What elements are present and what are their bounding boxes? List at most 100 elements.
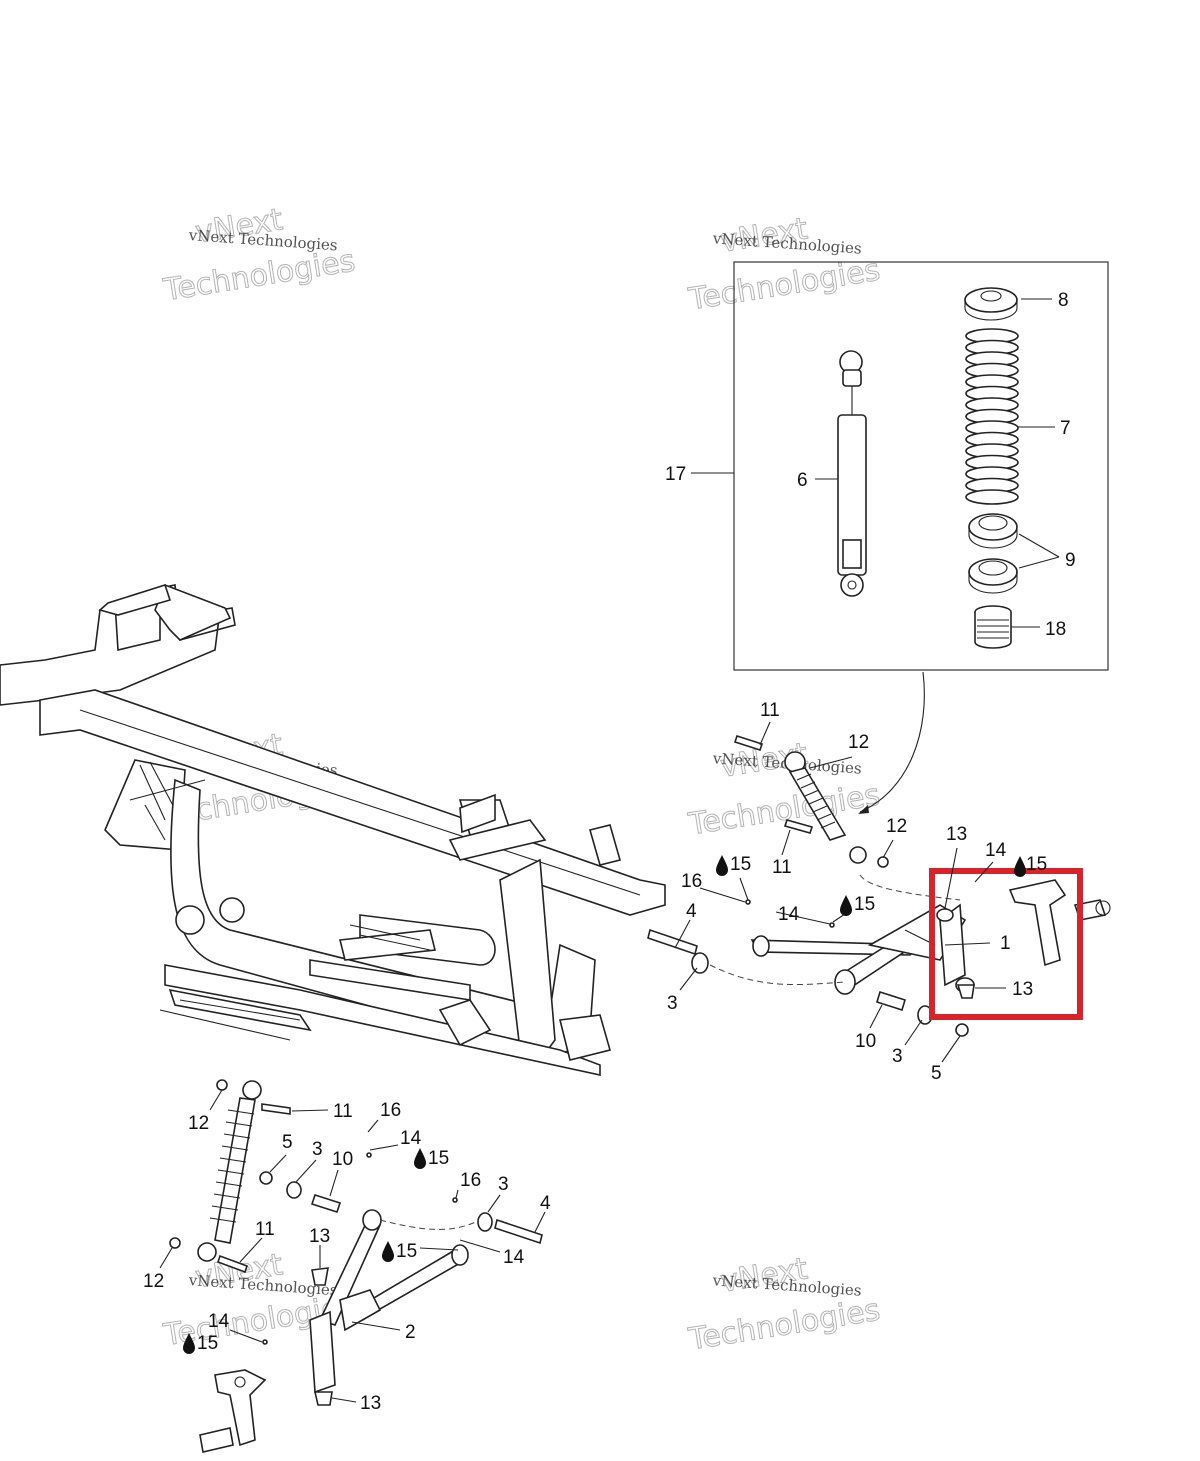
- leader-12b: [882, 839, 894, 859]
- callout-7: 7: [1060, 418, 1071, 439]
- callout-6: 6: [797, 470, 808, 491]
- leader-11c: [291, 1109, 329, 1112]
- spring-retainer: [964, 287, 1018, 321]
- right-shock-absorber: [784, 751, 867, 864]
- bolt-11-left-lower: [216, 1254, 249, 1274]
- callout-11: 11: [333, 1101, 353, 1122]
- leader-11b: [781, 829, 791, 856]
- arrow-head: [858, 805, 869, 814]
- leader-10a: [869, 1004, 883, 1029]
- grease-fitting-14: [829, 922, 835, 928]
- callout-9: 9: [1065, 550, 1076, 571]
- nut-5-right: [955, 1023, 969, 1037]
- oil-drop-icon: [716, 855, 728, 876]
- leader-10b: [329, 1169, 339, 1197]
- leader-4b: [534, 1211, 546, 1233]
- bolt-4-left: [494, 1218, 543, 1245]
- svg-text:Technologies: Technologies: [686, 778, 883, 843]
- leader-3b: [904, 1019, 923, 1046]
- leader-3a: [679, 967, 698, 991]
- callout-13: 13: [1012, 979, 1033, 1000]
- steering-knuckle-left: [199, 1369, 267, 1453]
- callout-3: 3: [312, 1139, 323, 1160]
- leader-16a: [699, 887, 746, 903]
- leader-11d: [239, 1237, 263, 1263]
- leader-4a: [674, 919, 691, 949]
- leader-12a: [809, 756, 853, 769]
- callout-14: 14: [778, 904, 800, 925]
- left-shock-absorber: [197, 1080, 262, 1262]
- callout-15: 15: [428, 1148, 449, 1169]
- spring-stopper-lower: [968, 558, 1018, 594]
- nut-12-left: [216, 1079, 228, 1091]
- callout-15: 15: [1026, 854, 1047, 875]
- callout-15: 15: [396, 1241, 417, 1262]
- callout-13: 13: [309, 1226, 330, 1247]
- callout-15: 15: [730, 854, 751, 875]
- callout-8: 8: [1058, 290, 1069, 311]
- callout-14: 14: [985, 840, 1007, 861]
- bushing-3-right: [691, 952, 709, 974]
- leader-14b: [775, 911, 831, 925]
- callout-14: 14: [400, 1128, 422, 1149]
- callout-16: 16: [460, 1170, 481, 1191]
- leader-14c: [369, 1144, 399, 1151]
- nut-5-left: [259, 1171, 273, 1185]
- callout-17: 17: [665, 464, 686, 485]
- callout-1: 1: [1000, 933, 1011, 954]
- alignment-path: [709, 964, 846, 985]
- callout-2: 2: [405, 1322, 416, 1343]
- leader-14d: [459, 1239, 501, 1253]
- callout-11: 11: [255, 1219, 275, 1240]
- oil-drop-icon: [414, 1148, 426, 1169]
- callout-10: 10: [332, 1149, 353, 1170]
- watermark-caption: vNext Technologies: [187, 226, 338, 254]
- callout-12: 12: [143, 1271, 164, 1292]
- callout-3: 3: [892, 1046, 903, 1067]
- leader-1: [944, 942, 991, 946]
- leader-2: [351, 1321, 401, 1331]
- callout-11: 11: [772, 857, 792, 878]
- leader-5b: [269, 1154, 287, 1173]
- callout-14: 14: [503, 1247, 525, 1268]
- leader-15e: [419, 1247, 459, 1251]
- oil-drop-icon: [840, 895, 852, 916]
- coil-spring: [965, 328, 1019, 505]
- leader-14e: [229, 1329, 263, 1343]
- oil-drop-icon: [183, 1333, 195, 1354]
- bushing-3-left-b: [477, 1212, 493, 1232]
- callout-5: 5: [931, 1063, 942, 1084]
- svg-text:Technologies: Technologies: [686, 1293, 883, 1358]
- callout-5: 5: [282, 1132, 293, 1153]
- callout-3: 3: [667, 993, 678, 1014]
- oil-drop-icon: [382, 1241, 394, 1262]
- leader-11a: [759, 721, 771, 746]
- assembly-arrow: [859, 671, 925, 813]
- bump-stop: [974, 605, 1012, 649]
- callout-18: 18: [1045, 619, 1066, 640]
- callout-12: 12: [848, 732, 869, 753]
- leader-13a: [944, 847, 958, 909]
- callout-10: 10: [855, 1031, 876, 1052]
- callout-11: 11: [760, 700, 780, 721]
- callout-16: 16: [380, 1100, 401, 1121]
- leader-13d: [331, 1397, 357, 1403]
- callout-12: 12: [886, 816, 907, 837]
- leader-5a: [941, 1035, 961, 1063]
- highlight-box: [929, 868, 1083, 1020]
- leader-12d: [159, 1247, 173, 1269]
- leader-15a: [739, 877, 749, 901]
- bolt-4-right: [647, 928, 698, 956]
- leader-3d: [487, 1194, 501, 1213]
- callout-14: 14: [208, 1311, 230, 1332]
- grease-fitting-16: [745, 899, 751, 905]
- callout-13: 13: [360, 1393, 381, 1414]
- grease-fitting-14-left-b: [262, 1339, 268, 1345]
- nut-12-left-b: [169, 1237, 181, 1249]
- leader-12c: [209, 1089, 223, 1111]
- vehicle-frame: [0, 583, 666, 1076]
- spring-stopper-upper: [968, 513, 1018, 549]
- bushing-3-left: [286, 1181, 302, 1199]
- callout-3: 3: [498, 1174, 509, 1195]
